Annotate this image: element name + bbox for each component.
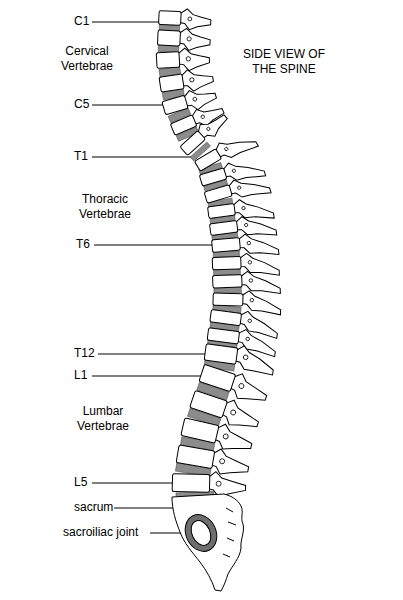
region-label: Lumbar Vertebrae <box>72 404 134 434</box>
vertebral-body <box>204 185 232 204</box>
vertebral-body <box>162 95 188 115</box>
sacroiliac-joint-center <box>187 517 214 548</box>
facet-joint <box>244 223 248 227</box>
vertebra <box>175 442 250 479</box>
leader-line <box>92 376 201 377</box>
sacrum-outline <box>172 494 243 591</box>
facet-joint <box>187 37 191 41</box>
vertebral-arch <box>213 127 258 167</box>
vertebral-body <box>213 275 243 288</box>
leader-line <box>98 354 206 355</box>
facet-joint <box>250 298 254 302</box>
vertebra <box>172 471 246 498</box>
vertebral-arch <box>227 171 271 204</box>
vertebral-body <box>194 149 221 172</box>
vertebral-body <box>157 30 180 46</box>
vertebral-body <box>159 74 184 92</box>
leader-line <box>92 22 160 23</box>
facet-joint <box>249 279 253 283</box>
facet-joint <box>206 127 211 132</box>
vertebral-arch <box>180 66 214 92</box>
vertebra <box>156 47 210 73</box>
vertebral-body <box>199 364 236 391</box>
vertebral-arch <box>234 345 276 375</box>
vertebral-body <box>180 131 206 156</box>
diagram-title: SIDE VIEW OF THE SPINE <box>236 47 332 77</box>
vertebra-label: L5 <box>74 475 87 490</box>
facet-joint <box>216 481 221 486</box>
leader-line <box>94 245 212 246</box>
joint-label: sacroiliac joint <box>63 525 138 540</box>
sacral-ridges <box>223 508 236 557</box>
vertebral-arch <box>179 28 211 51</box>
region-label: Cervical Vertebrae <box>55 44 119 74</box>
vertebral-arch <box>179 9 211 31</box>
facet-joint <box>237 186 241 190</box>
facet-joint <box>238 383 244 389</box>
facet-joint <box>219 458 225 464</box>
vertebral-body <box>172 474 210 493</box>
vertebra <box>159 66 215 96</box>
facet-joint <box>246 337 250 341</box>
vertebral-body <box>212 238 241 253</box>
facet-joint <box>243 355 248 360</box>
vertebra <box>158 8 211 31</box>
vertebral-body <box>176 445 215 469</box>
vertebral-body <box>159 11 182 26</box>
vertebra-label: L1 <box>74 368 87 383</box>
vertebral-body <box>170 115 197 136</box>
facet-joint <box>248 319 252 323</box>
facet-joint <box>232 169 236 173</box>
vertebral-arch <box>178 47 210 71</box>
facet-joint <box>193 97 198 102</box>
vertebral-arch <box>222 154 266 187</box>
vertebral-body <box>210 310 242 326</box>
sacroiliac-joint-ring <box>179 509 222 556</box>
vertebral-body <box>208 204 236 219</box>
facet-joint <box>189 77 194 82</box>
vertebral-arch <box>238 231 279 257</box>
vertebral-body <box>156 52 180 69</box>
vertebral-arch <box>235 212 277 240</box>
facet-joint <box>230 409 236 415</box>
vertebral-body <box>204 344 238 364</box>
leader-line <box>92 483 173 484</box>
leader-line <box>114 508 176 509</box>
facet-joint <box>247 241 251 245</box>
vertebral-column <box>156 8 281 498</box>
sacrum-bone <box>172 494 243 591</box>
vertebra <box>157 27 210 51</box>
leader-line <box>92 157 196 158</box>
vertebral-body <box>190 390 228 418</box>
vertebral-body <box>199 168 227 186</box>
vertebral-body <box>209 220 237 235</box>
facet-joint <box>188 17 192 21</box>
vertebra-label: T6 <box>76 237 90 252</box>
leader-line <box>92 105 164 106</box>
vertebral-arch <box>241 270 281 295</box>
vertebral-body <box>181 418 219 443</box>
vertebra-label: T1 <box>74 149 88 164</box>
vertebra-label: C5 <box>74 97 89 112</box>
vertebral-arch <box>208 472 246 498</box>
facet-joint <box>242 206 246 210</box>
facet-joint <box>186 57 191 62</box>
vertebra-label: C1 <box>74 14 89 29</box>
region-label: Thoracic Vertebrae <box>72 192 138 222</box>
vertebral-body <box>207 328 239 344</box>
facet-joint <box>223 433 229 439</box>
vertebral-body <box>212 256 241 269</box>
bone-label: sacrum <box>74 500 113 515</box>
facet-joint <box>248 261 252 265</box>
vertebra-label: T12 <box>74 346 95 361</box>
facet-joint <box>224 147 228 151</box>
vertebra <box>212 270 280 296</box>
vertebral-body <box>213 293 243 306</box>
facet-joint <box>201 115 206 120</box>
